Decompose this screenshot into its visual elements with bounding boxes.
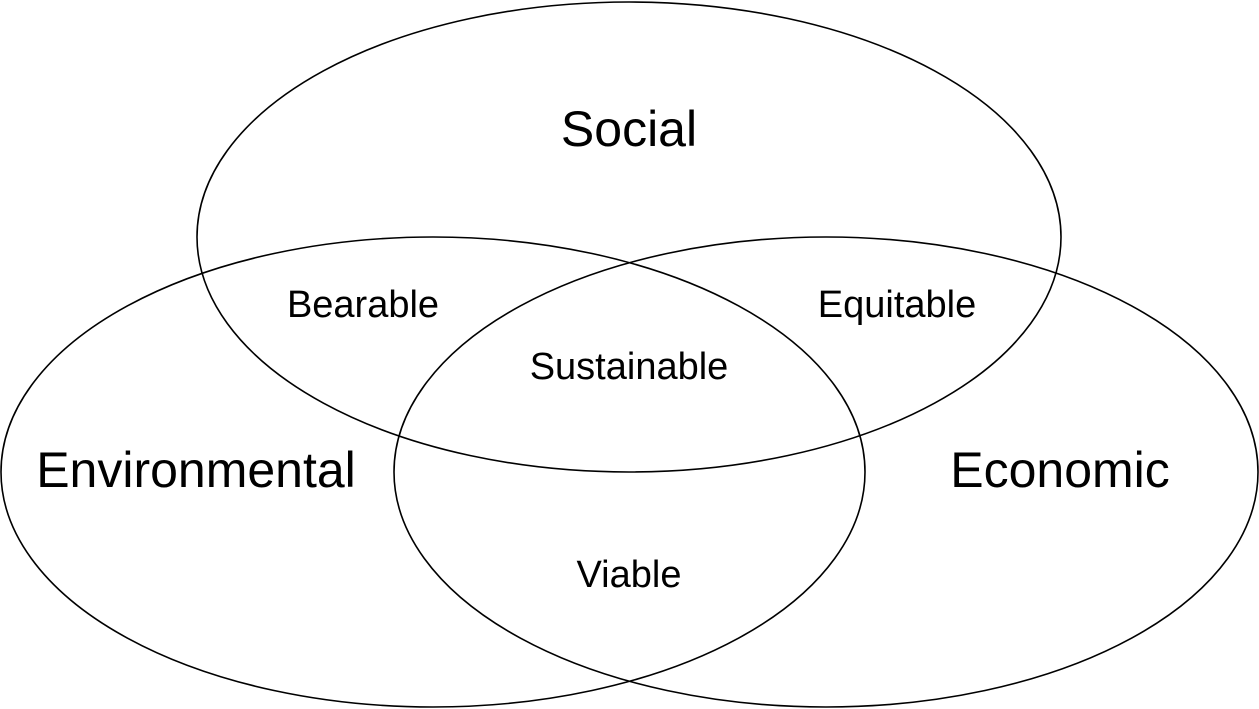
economic-circle (393, 236, 1259, 708)
sustainable-label: Sustainable (530, 346, 729, 388)
economic-label: Economic (950, 442, 1170, 498)
social-circle (196, 1, 1062, 473)
social-label: Social (561, 101, 697, 157)
viable-label: Viable (577, 554, 682, 596)
bearable-label: Bearable (287, 284, 439, 326)
environmental-label: Environmental (36, 442, 356, 498)
environmental-circle (0, 236, 866, 708)
equitable-label: Equitable (818, 284, 976, 326)
